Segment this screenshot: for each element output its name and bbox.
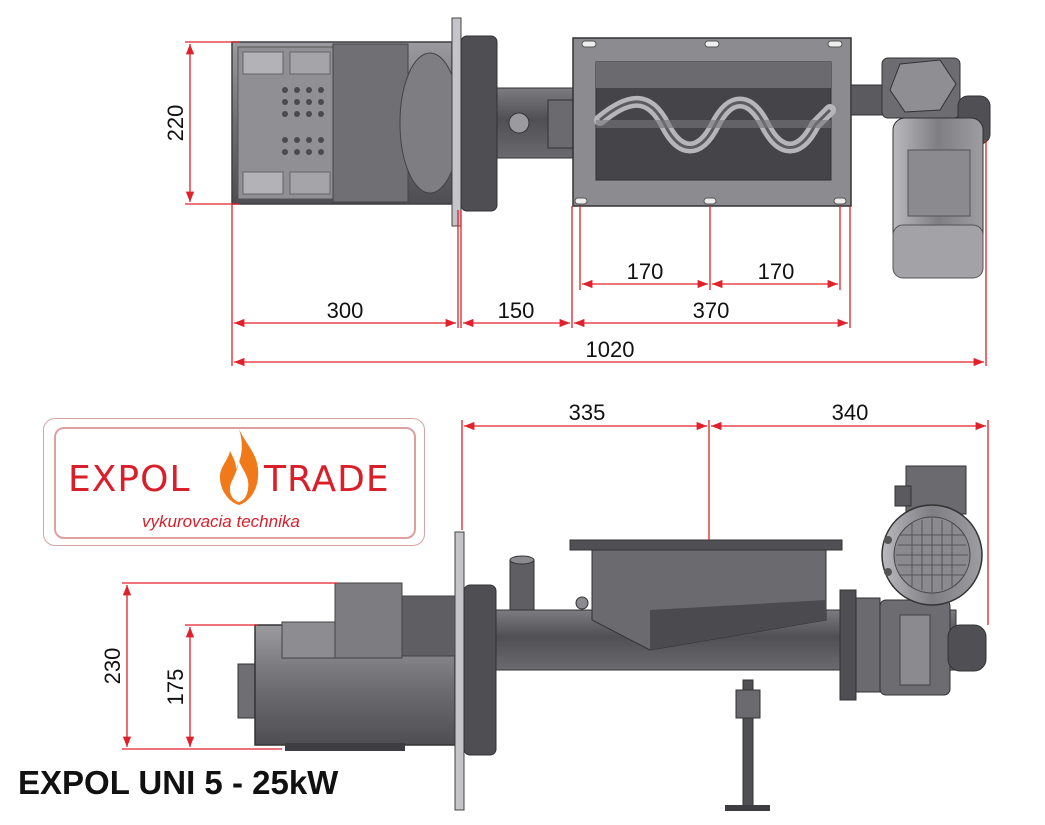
logo-frame xyxy=(54,427,416,539)
logo-word-right: TRADE xyxy=(264,459,390,500)
logo-word-left: EXPOL xyxy=(68,459,191,500)
product-caption: EXPOL UNI 5 - 25kW xyxy=(18,764,339,801)
side-view-motor xyxy=(879,465,987,696)
expol-trade-logo: EXPOL TRADE vykurovacia technika xyxy=(43,418,425,546)
logo-tagline: vykurovacia technika xyxy=(142,512,300,531)
burner-air-holes xyxy=(282,87,324,155)
top-view-dimensions xyxy=(185,41,987,367)
dim-hopper-length: 370 xyxy=(693,298,730,323)
fan-grille xyxy=(896,518,968,592)
top-view-burner xyxy=(231,17,576,227)
dim-hole-spacing-right: 170 xyxy=(758,259,795,284)
side-view-dimensions xyxy=(122,420,989,750)
top-view-hopper xyxy=(572,37,852,207)
dim-hole-spacing-left: 170 xyxy=(627,259,664,284)
side-view-burner xyxy=(237,531,535,811)
dim-tube-length: 150 xyxy=(498,298,535,323)
dim-burner-body-height: 175 xyxy=(163,669,188,706)
dim-height-220: 220 xyxy=(163,105,188,142)
dim-burner-height: 230 xyxy=(100,648,125,685)
side-view-feeder xyxy=(495,539,957,811)
dim-hopper-to-motor: 340 xyxy=(832,400,869,425)
dim-burner-length: 300 xyxy=(327,298,364,323)
top-view-motor xyxy=(850,57,991,279)
dim-total-length: 1020 xyxy=(586,337,635,362)
flame-icon xyxy=(219,429,259,505)
dim-hopper-to-flange: 335 xyxy=(569,400,606,425)
